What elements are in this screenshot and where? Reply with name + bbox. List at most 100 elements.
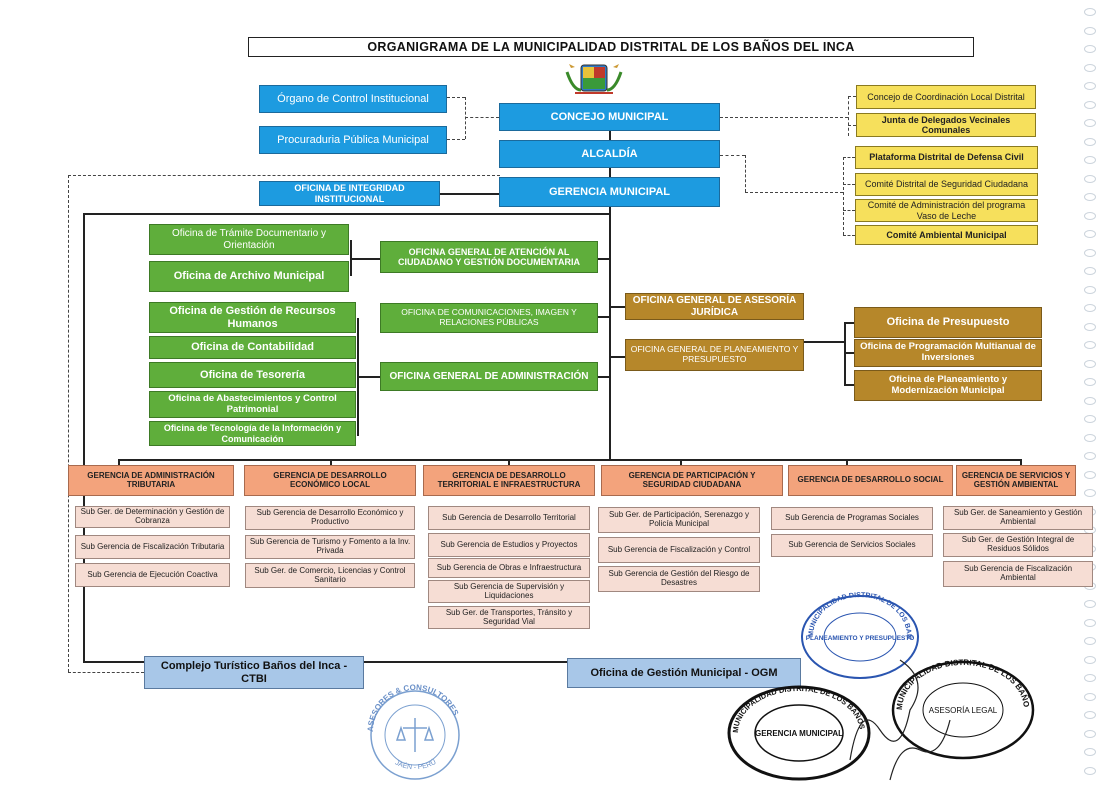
delegados-box: Junta de Delegados Vecinales Comunales — [856, 113, 1036, 137]
connector-line — [465, 117, 499, 118]
connector-line — [83, 213, 610, 215]
binding-ring — [1084, 8, 1096, 16]
connector-line — [447, 139, 465, 140]
connector-line — [598, 258, 610, 260]
binding-ring — [1084, 692, 1096, 701]
connector-line — [357, 376, 380, 378]
subgerencia-box: Sub Ger. de Transportes, Tránsito y Segu… — [428, 606, 590, 629]
binding-ring — [1084, 230, 1096, 238]
gerencia-stamp: MUNICIPALIDAD DISTRITAL DE LOS BAÑOS DEL… — [721, 676, 874, 783]
connector-line — [610, 356, 625, 358]
ctbi-box: Complejo Turístico Baños del Inca - CTBI — [144, 656, 364, 689]
binding-ring — [1084, 470, 1096, 479]
connector-line — [609, 130, 611, 460]
gerencia-box: GERENCIA DE ADMINISTRACIÓN TRIBUTARIA — [68, 465, 234, 496]
subgerencia-box: Sub Ger. de Determinación y Gestión de C… — [75, 506, 230, 528]
subgerencia-box: Sub Gerencia de Estudios y Proyectos — [428, 533, 590, 557]
binding-ring — [1084, 100, 1096, 109]
subgerencia-box: Sub Gerencia de Turismo y Fomento a la I… — [245, 535, 415, 559]
asesoria-juridica-box: OFICINA GENERAL DE ASESORÍA JURÍDICA — [625, 293, 804, 320]
asesoria-legal-stamp: MUNICIPALIDAD DISTRITAL DE LOS BAÑOS DEL… — [885, 648, 1038, 760]
stamp-text: GERENCIA MUNICIPAL — [755, 729, 843, 738]
coat-of-arms-icon — [565, 62, 623, 96]
chart-title: ORGANIGRAMA DE LA MUNICIPALIDAD DISTRITA… — [248, 37, 974, 57]
binding-ring — [1084, 655, 1096, 664]
planeamiento-stamp: MUNICIPALIDAD DISTRITAL DE LOS BAÑOS DEL… — [794, 587, 923, 682]
stamp-text: MUNICIPALIDAD DISTRITAL DE LOS BAÑOS DEL… — [794, 587, 914, 639]
binding-ring — [1084, 82, 1096, 90]
stamp-text: ASESORÍA LEGAL — [929, 706, 998, 715]
svg-text:JAÉN - PERÚ: JAÉN - PERÚ — [394, 757, 438, 771]
connector-line — [720, 155, 745, 156]
inversiones-box: Oficina de Programación Multianual de In… — [854, 339, 1042, 367]
rrhh-box: Oficina de Gestión de Recursos Humanos — [149, 302, 356, 333]
binding-ring — [1084, 341, 1096, 349]
binding-ring — [1084, 156, 1096, 164]
connector-line — [465, 97, 466, 139]
binding-ring — [1084, 452, 1096, 460]
binding-ring — [1084, 600, 1096, 608]
binding-ring — [1084, 248, 1096, 257]
connector-line — [610, 306, 625, 308]
connector-line — [848, 125, 856, 126]
subgerencia-box: Sub Gerencia de Supervisión y Liquidacio… — [428, 580, 590, 603]
binding-ring — [1084, 119, 1096, 127]
connector-line — [843, 184, 855, 185]
binding-ring — [1084, 285, 1096, 294]
modernizacion-box: Oficina de Planeamiento y Modernización … — [854, 370, 1042, 401]
atencion-ciudadano-box: OFICINA GENERAL DE ATENCIÓN AL CIUDADANO… — [380, 241, 598, 273]
gerencia-box: GERENCIA DE SERVICIOS Y GESTIÓN AMBIENTA… — [956, 465, 1076, 496]
contabilidad-box: Oficina de Contabilidad — [149, 336, 356, 359]
subgerencia-box: Sub Gerencia de Ejecución Coactiva — [75, 563, 230, 587]
subgerencia-box: Sub Ger. de Saneamiento y Gestión Ambien… — [943, 506, 1093, 530]
connector-line — [68, 175, 69, 672]
binding-ring — [1084, 415, 1096, 423]
abastecimientos-box: Oficina de Abastecimientos y Control Pat… — [149, 391, 356, 418]
connector-line — [745, 192, 843, 193]
connector-line — [848, 96, 849, 136]
binding-ring — [1084, 729, 1096, 738]
connector-line — [118, 459, 120, 465]
alcaldia-box: ALCALDÍA — [499, 140, 720, 168]
connector-line — [846, 459, 848, 465]
binding-ring — [1084, 378, 1096, 386]
connector-line — [68, 672, 144, 673]
binding-ring — [1084, 267, 1096, 275]
tesoreria-box: Oficina de Tesorería — [149, 362, 356, 388]
subgerencia-box: Sub Gerencia de Fiscalización Ambiental — [943, 561, 1093, 587]
gerencia-box: GERENCIA DE DESARROLLO TERRITORIAL E INF… — [423, 465, 595, 496]
subgerencia-box: Sub Ger. de Participación, Serenazgo y P… — [598, 507, 760, 533]
comunicaciones-box: OFICINA DE COMUNICACIONES, IMAGEN Y RELA… — [380, 303, 598, 333]
connector-line — [720, 117, 848, 118]
coordinacion-box: Concejo de Coordinación Local Distrital — [856, 85, 1036, 109]
subgerencia-box: Sub Gerencia de Gestión del Riesgo de De… — [598, 566, 760, 592]
svg-text:MUNICIPALIDAD DISTRITAL DE LOS: MUNICIPALIDAD DISTRITAL DE LOS BAÑOS DEL… — [797, 592, 914, 639]
connector-line — [1020, 459, 1022, 465]
connector-line — [848, 96, 856, 97]
subgerencia-box: Sub Gerencia de Fiscalización Tributaria — [75, 535, 230, 559]
signature — [840, 640, 960, 788]
binding-ring — [1084, 489, 1096, 497]
administracion-box: OFICINA GENERAL DE ADMINISTRACIÓN — [380, 362, 598, 391]
concejo-municipal-box: CONCEJO MUNICIPAL — [499, 103, 720, 131]
stamp-text: PLANEAMIENTO Y PRESUPUESTO — [806, 635, 915, 642]
subgerencia-box: Sub Gerencia de Obras e Infraestructura — [428, 558, 590, 578]
integridad-box: OFICINA DE INTEGRIDAD INSTITUCIONAL — [259, 181, 440, 206]
subgerencia-box: Sub Ger. de Gestión Integral de Residuos… — [943, 533, 1093, 557]
binding-ring — [1084, 359, 1096, 368]
gerencia-municipal-box: GERENCIA MUNICIPAL — [499, 177, 720, 207]
ambiental-comite-box: Comité Ambiental Municipal — [855, 225, 1038, 245]
tramite-box: Oficina de Trámite Documentario y Orient… — [149, 224, 349, 255]
subgerencia-box: Sub Gerencia de Programas Sociales — [771, 507, 933, 530]
connector-line — [598, 376, 610, 378]
binding-ring — [1084, 63, 1096, 72]
connector-line — [843, 157, 844, 235]
organo-control-box: Órgano de Control Institucional — [259, 85, 447, 113]
connector-line — [843, 210, 855, 211]
gerencia-box: GERENCIA DE DESARROLLO ECONÓMICO LOCAL — [244, 465, 416, 496]
binding-ring — [1084, 674, 1096, 682]
connector-line — [447, 97, 465, 98]
binding-ring — [1084, 304, 1096, 312]
tecnologia-box: Oficina de Tecnología de la Información … — [149, 421, 356, 446]
connector-line — [508, 459, 510, 465]
